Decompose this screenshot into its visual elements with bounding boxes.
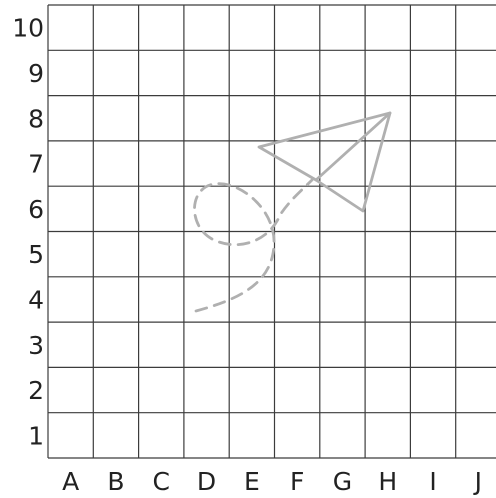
column-label: A <box>62 467 79 496</box>
row-label: 9 <box>28 59 44 88</box>
row-label: 10 <box>12 14 44 43</box>
row-label: 7 <box>28 150 44 179</box>
row-label: 8 <box>28 104 44 133</box>
dashed-flight-path <box>195 180 313 311</box>
column-label: H <box>378 467 397 496</box>
column-label: B <box>107 467 124 496</box>
row-label: 4 <box>28 285 44 314</box>
column-label: J <box>473 467 482 496</box>
column-label: F <box>290 467 304 496</box>
paper-airplane-drawing <box>195 113 391 311</box>
column-label: D <box>197 467 216 496</box>
column-label: G <box>333 467 352 496</box>
row-label: 1 <box>28 421 44 450</box>
column-label: C <box>153 467 170 496</box>
row-label: 6 <box>28 195 44 224</box>
column-label: I <box>429 467 436 496</box>
row-label: 2 <box>28 376 44 405</box>
row-labels: 10 9 8 7 6 5 4 3 2 1 <box>12 14 44 451</box>
row-label: 5 <box>28 240 44 269</box>
paper-airplane-icon <box>259 113 390 211</box>
column-label: E <box>244 467 260 496</box>
row-label: 3 <box>28 331 44 360</box>
